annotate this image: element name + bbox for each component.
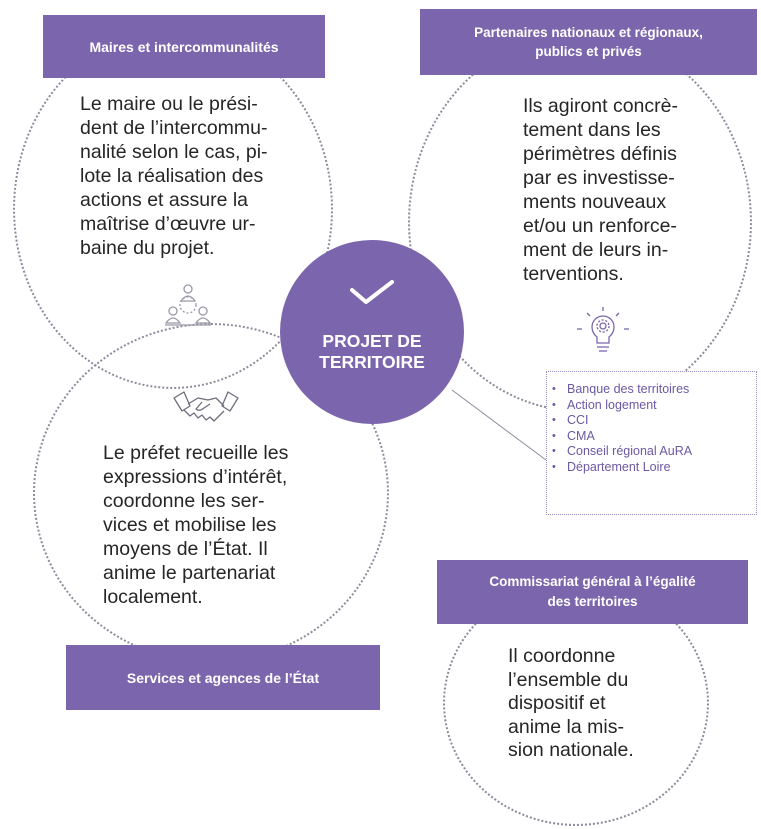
text-services: Le préfet recueille les expressions d’in… [103, 442, 289, 608]
text-maires: Le maire ou le prési- dent de l’intercom… [80, 93, 268, 259]
people-network-icon [164, 284, 212, 326]
box-maires-label: Maires et intercommunalités [89, 38, 279, 55]
box-partenaires-label: Partenaires nationaux et régionaux, publ… [474, 25, 703, 59]
handshake-icon [173, 391, 239, 422]
text-partenaires: Ils agiront concrè- tement dans les péri… [523, 95, 678, 285]
partner-item: Conseil régional AuRA [552, 444, 756, 460]
partners-list: Banque des territoires Action logement C… [547, 372, 756, 476]
box-maires: Maires et intercommunalités [43, 15, 325, 78]
check-icon [350, 280, 394, 304]
box-partenaires: Partenaires nationaux et régionaux, publ… [420, 9, 757, 75]
text-cget: Il coordonne l’ensemble du dispositif et… [508, 645, 634, 761]
lightbulb-gear-icon [577, 307, 629, 352]
box-services-label: Services et agences de l’État [126, 669, 320, 686]
connector-line [451, 389, 547, 461]
box-cget-label: Commissariat général à l’égalité des ter… [489, 574, 696, 609]
box-services: Services et agences de l’État [66, 645, 380, 710]
partner-item: CMA [552, 429, 756, 445]
center-title: PROJET DE TERRITOIRE [319, 331, 425, 372]
partners-box: Banque des territoires Action logement C… [546, 371, 757, 515]
center-circle: PROJET DE TERRITOIRE [280, 240, 464, 424]
partner-item: CCI [552, 413, 756, 429]
partner-item: Banque des territoires [552, 382, 756, 398]
box-cget: Commissariat général à l’égalité des ter… [437, 560, 748, 624]
partner-item: Département Loire [552, 460, 756, 476]
partner-item: Action logement [552, 398, 756, 414]
